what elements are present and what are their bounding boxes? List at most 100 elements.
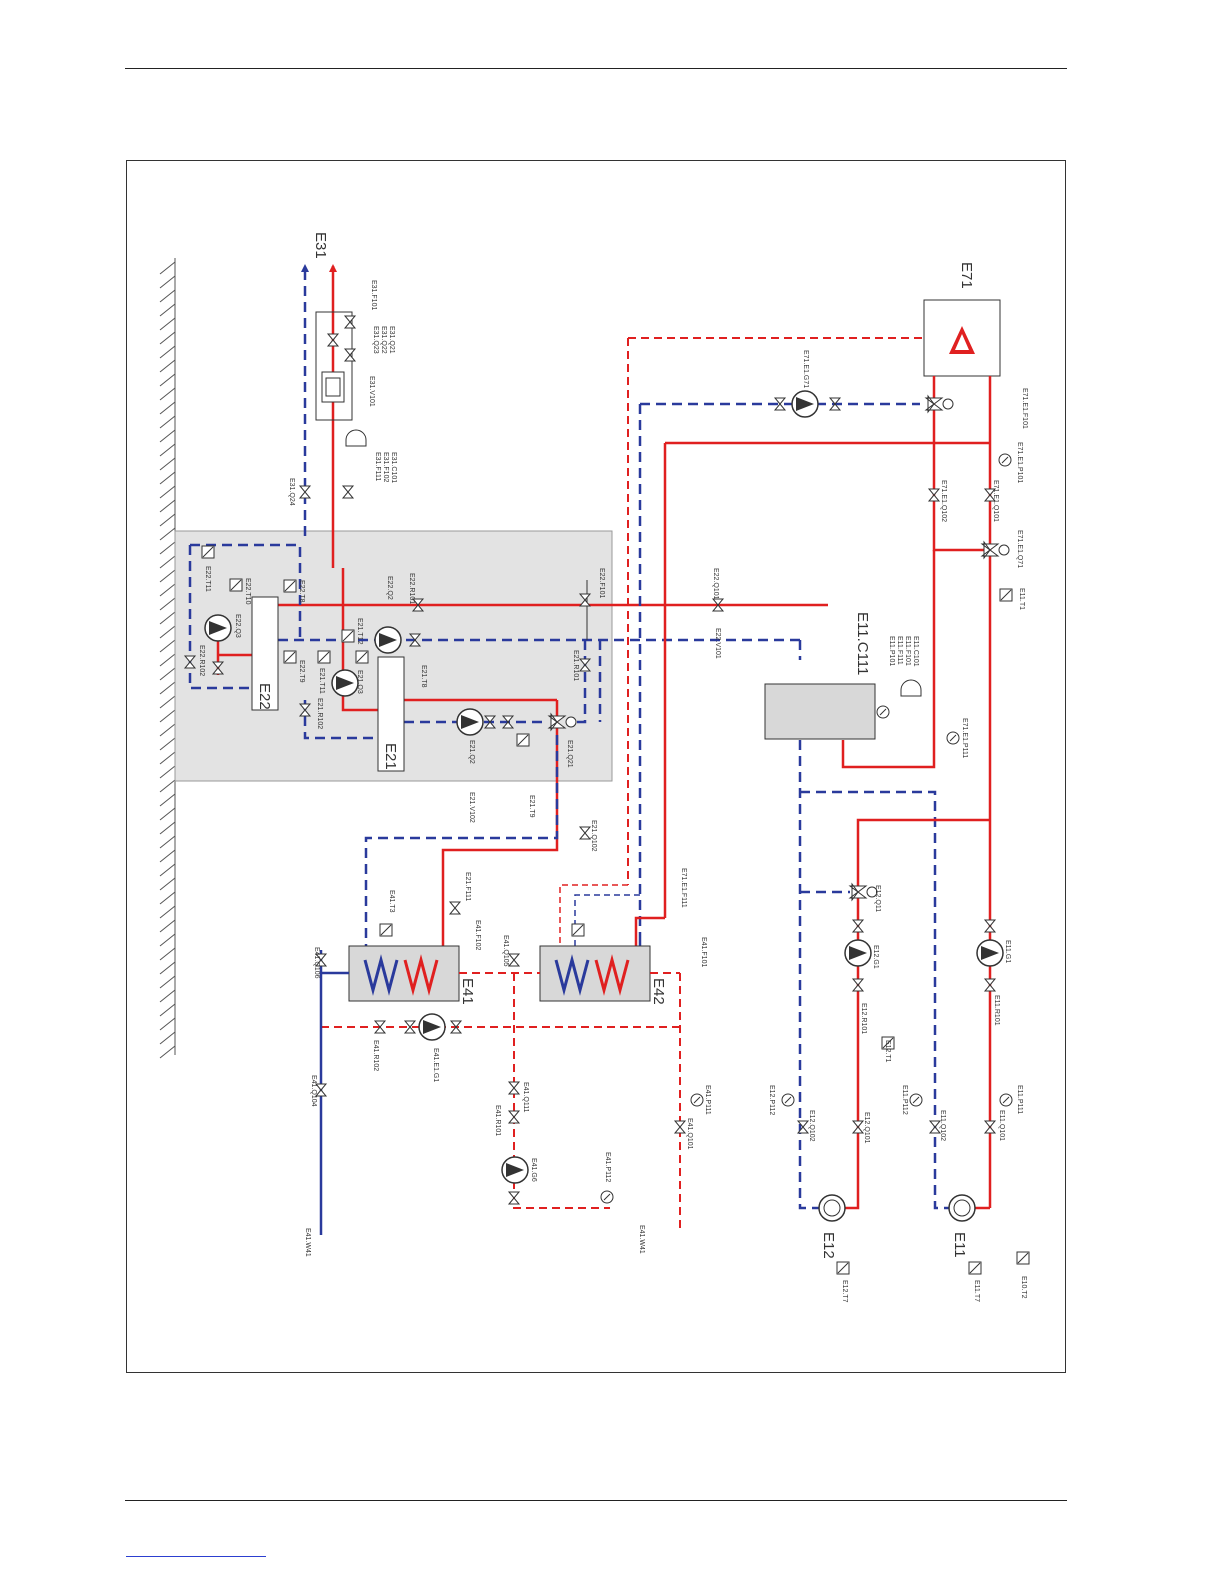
valve-icon [927,488,941,502]
e11-c111-buffer [764,683,876,740]
component-tag: E22.Q2 [386,576,393,600]
valve-icon [314,953,328,967]
pump-icon [501,1156,529,1184]
unit-label-e11: E11 [951,1232,968,1258]
pump-icon [844,939,872,967]
pump-icon [331,669,359,697]
temperature-sensor-icon [881,1036,895,1050]
pump-icon [456,708,484,736]
component-tag: E21.R102 [316,698,323,729]
component-tag: E41.P111 [704,1085,711,1115]
dhw-circuit [319,950,681,1235]
component-tag: E11.R101 [993,995,1000,1026]
component-tag: E41.W41 [304,1228,311,1257]
component-tag: E22.T11 [204,566,211,592]
unit-label-e71: E71 [958,262,975,289]
component-tag: E41.T3 [388,890,395,913]
component-tag: E10.T2 [1020,1276,1027,1299]
temperature-sensor-icon [1016,1251,1030,1265]
valve-icon [403,1020,417,1034]
gauge-icon [876,705,890,719]
component-tag: E41.F101 [700,937,707,967]
valve-icon [343,315,357,329]
valve-icon [183,655,197,669]
pump-icon [204,614,232,642]
valve-icon [983,978,997,992]
component-tag: E11.P111 [1016,1085,1023,1114]
component-tag: E41.P112 [604,1152,611,1182]
component-tag: E11.G1 [1004,940,1011,963]
valve-icon [507,1110,521,1124]
component-tag: E11.P101 [888,636,895,666]
footer-link-underline[interactable] [126,1556,266,1557]
radiator-circuits [798,740,990,1210]
temperature-sensor-icon [355,650,369,664]
temperature-sensor-icon [229,578,243,592]
temperature-sensor-icon [571,923,585,937]
component-tag: E11.T7 [973,1280,980,1302]
valve-icon [983,488,997,502]
expansion-vessel-icon [900,679,922,697]
temperature-sensor-icon [317,650,331,664]
three-way-valve-icon [848,882,878,902]
temperature-sensor-icon [379,923,393,937]
component-tag: E71.E1.P101 [1016,442,1023,483]
component-tag: E71.E1.P111 [961,718,968,758]
valve-icon [851,978,865,992]
component-tag: E41.Q105 [502,935,509,967]
temperature-sensor-icon [201,545,215,559]
component-tag: E21.T8 [420,665,427,688]
valve-icon [578,593,592,607]
component-tag: E11.Q101 [998,1110,1005,1141]
pump-icon [791,390,819,418]
e41-tank [348,945,460,1002]
component-tag: E21.Q3 [356,670,363,694]
valve-icon [851,1120,865,1134]
header-rule [125,68,1067,69]
warning-icon [949,326,975,354]
component-tag: E71.E1.Q102 [940,480,947,522]
component-tag: E31.F101 [370,280,377,310]
component-tag: E11.F111 [896,636,903,665]
pump-icon [976,939,1004,967]
valve-icon [828,397,842,411]
e21-circuit [303,580,602,948]
component-tag: E21.V102 [468,792,475,823]
component-tag: E21.Q102 [590,820,597,852]
valve-icon [411,598,425,612]
component-tag: E11.Q102 [939,1110,946,1141]
component-tag: E11.C101 [912,636,919,667]
component-tag: E12.Q11 [874,885,881,912]
component-tag: E12.P112 [768,1085,775,1115]
unit-label-e42: E42 [650,978,667,1005]
component-tag: E22.F101 [598,568,605,598]
e31-meter-box [315,311,353,421]
temperature-sensor-icon [283,650,297,664]
component-tag: E21.Q2 [468,740,475,764]
component-tag: E12.Q102 [808,1110,815,1142]
three-way-valve-icon [547,712,577,732]
component-tag: E22.T9 [298,660,305,683]
component-tag: E31.Q24 [288,478,295,506]
component-tag: E41.F102 [474,920,481,950]
gauge-icon [690,1093,704,1107]
valve-icon [773,397,787,411]
valve-icon [507,953,521,967]
valve-icon [326,333,340,347]
e42-tank [539,945,651,1002]
component-tag: E22.T8 [298,580,305,603]
expansion-vessel-icon [345,429,367,447]
component-tag: E21.T11 [318,668,325,694]
e71-unit [923,299,1001,377]
component-tag: E41.G6 [530,1158,537,1182]
component-tag: E71.E1.G71 [802,350,809,388]
component-tag: E71.E1.Q71 [1016,530,1023,568]
valve-icon [298,485,312,499]
valve-icon [983,1120,997,1134]
e12-radiator [818,1194,846,1222]
unit-label-e12: E12 [820,1232,837,1259]
component-tag: E41.E1.G1 [432,1048,439,1082]
component-tag: E11.F101 [904,636,911,666]
component-tag: E41.R101 [494,1105,501,1136]
